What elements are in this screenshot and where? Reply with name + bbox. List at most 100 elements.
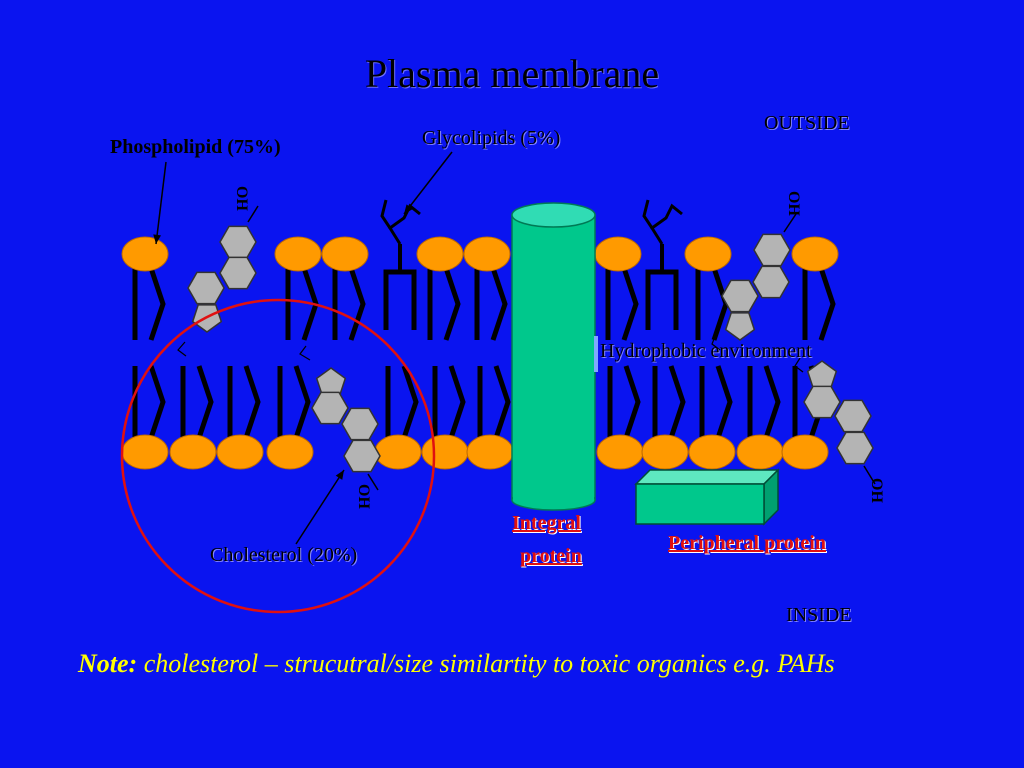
phospholipid-head [463,236,511,272]
cholesterol-tail [299,345,311,361]
fatty-acid-tail [715,365,733,439]
sugar-chain [380,199,392,229]
phospholipid-head [121,434,169,470]
fatty-acid-tail [348,267,366,341]
cholesterol-tail [177,341,187,357]
steroid-ring [311,391,349,425]
oh-bond [367,473,379,491]
steroid-ring [721,279,759,313]
phospholipid-head [688,434,736,470]
oh-bond [247,205,259,223]
steroid-ring [724,312,756,341]
phospholipid-head [641,434,689,470]
phospholipid-head [421,434,469,470]
pointer-arrowhead [335,470,344,480]
proteins [511,202,780,526]
phospholipid-head [169,434,217,470]
integral-protein-fill [513,480,594,500]
steroid-ring [752,265,790,299]
inside-label: INSIDE [786,604,852,626]
phospholipid-head [596,434,644,470]
pointer-line [403,151,453,215]
steroid-ring [343,439,381,473]
fatty-acid-tail [448,365,466,439]
pointer-line [155,161,167,245]
sugar-chain [642,199,654,229]
note-prefix: Note: [78,649,138,678]
fatty-acid-tail [443,267,461,341]
cholesterol-molecules [177,205,876,491]
pointer-arrows [153,151,453,545]
peripheral-protein-front [635,483,765,525]
integral-protein-top [511,202,596,228]
fatty-acid-tail [623,365,641,439]
steroid-ring [836,431,874,465]
steroid-ring [315,367,347,396]
lipid-heads [121,236,839,470]
fatty-acid-tail [401,365,419,439]
cholesterol-highlight-circle [120,298,436,614]
phospholipid-head [216,434,264,470]
pointer-arrowhead [153,234,161,244]
cholesterol-tail [794,357,804,373]
fatty-acid-tail [243,365,261,439]
phospholipid-head [374,434,422,470]
page-title: Plasma membrane [364,51,660,96]
fatty-acid-tail [148,267,166,341]
fatty-acid-tail [763,365,781,439]
steroid-ring [834,399,872,433]
fatty-acid-tail [148,365,166,439]
integral-protein-label-line2: protein [520,545,582,567]
fatty-acid-tail [490,267,508,341]
phospholipid-head [466,434,514,470]
peripheral-protein-top [634,469,780,485]
cholesterol-tail [711,333,721,351]
phospholipid-head [121,236,169,272]
integral-protein-label-line1: Integral [512,512,581,534]
oh-label: OH [785,191,802,216]
steroid-ring [219,225,257,259]
phospholipid-head [266,434,314,470]
fatty-acid-tail [493,365,511,439]
steroid-ring [803,385,841,419]
fatty-acid-tail [818,267,836,341]
pointer-arrowhead [404,204,413,214]
steroid-ring [219,256,257,290]
steroid-ring [341,407,379,441]
pointer-line [295,469,345,545]
fatty-acid-tail [621,267,639,341]
phospholipid-head [684,236,732,272]
phospholipid-head [791,236,839,272]
oh-bond [783,213,797,233]
phospholipid-head [736,434,784,470]
steroid-ring [187,271,225,305]
glycolipid-tail [383,269,417,330]
phospholipid-head [781,434,829,470]
glycolipid-sugars [380,199,683,330]
integral-protein-body [511,214,596,501]
peripheral-protein-label: Peripheral protein [668,532,826,554]
glycolipids-label: Glycolipids (5%) [422,127,561,149]
phospholipid-label: Phospholipid (75%) [110,136,281,158]
fatty-acid-tail [711,267,729,341]
phospholipid-head [274,236,322,272]
phospholipid-head [416,236,464,272]
sugar-chain [649,203,683,245]
oh-bond [863,465,876,485]
note-text: Note: cholesterol – strucutral/size simi… [78,644,838,684]
note-body: cholesterol – strucutral/size similartit… [143,649,835,678]
oh-label: OH [868,478,885,503]
phospholipid-head [321,236,369,272]
fatty-acid-tail [196,365,214,439]
outside-label: OUTSIDE [764,112,850,134]
phospholipid-head [594,236,642,272]
sugar-chain [387,203,421,245]
steroid-ring [753,233,791,267]
cholesterol-label: Cholesterol (20%) [210,544,358,566]
glycolipid-tail [645,269,679,330]
oh-label: OH [355,484,372,509]
fatty-acid-tail [668,365,686,439]
steroid-ring [806,360,838,389]
